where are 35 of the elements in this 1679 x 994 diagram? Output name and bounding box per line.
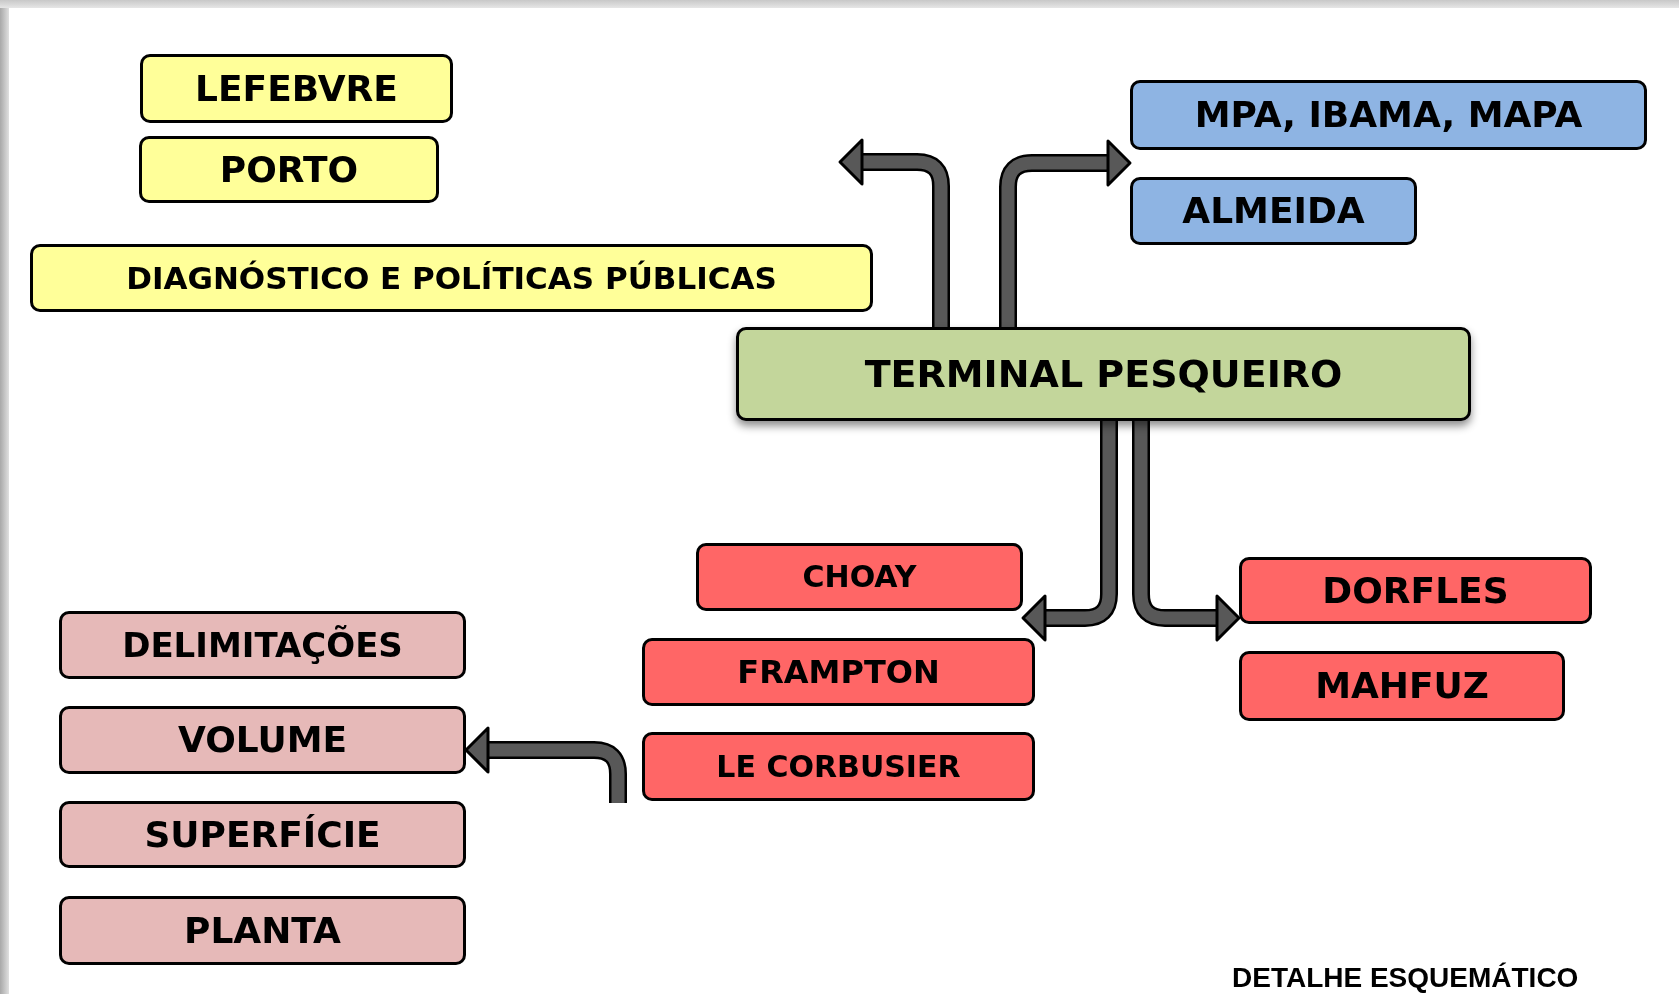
label-box [696, 543, 1023, 611]
box-label: MPA, IBAMA, MAPA [1194, 97, 1583, 133]
box-label: LEFEBVRE [195, 70, 398, 107]
label-box [59, 896, 466, 965]
box-label: LE CORBUSIER [716, 751, 961, 782]
box-label: DIAGNÓSTICO E POLÍTICAS PÚBLICAS [126, 262, 777, 294]
label-box [139, 136, 439, 203]
box-label: ALMEIDA [1182, 193, 1365, 229]
label-box [59, 801, 466, 868]
box-label: VOLUME [177, 722, 348, 758]
box-label: MAHFUZ [1315, 668, 1489, 704]
block-arrow [1132, 421, 1241, 642]
label-box [30, 244, 873, 312]
caption-text: DETALHE ESQUEMÁTICO [1232, 963, 1579, 993]
label-box [1130, 80, 1647, 150]
box-label: PORTO [219, 151, 359, 188]
box-label: PLANTA [184, 912, 341, 949]
label-box [1239, 651, 1565, 721]
label-box [59, 611, 466, 679]
block-arrow [838, 138, 950, 327]
label-box [1130, 177, 1417, 245]
label-box [59, 706, 466, 774]
block-arrow [1021, 421, 1118, 642]
label-box [642, 732, 1035, 801]
block-arrow [464, 726, 627, 803]
box-label: TERMINAL PESQUEIRO [864, 355, 1343, 393]
box-label: CHOAY [802, 562, 917, 592]
label-box [736, 327, 1471, 421]
label-box [642, 638, 1035, 706]
label-box [140, 54, 453, 123]
label-box [1239, 557, 1592, 624]
block-arrow [999, 139, 1132, 327]
box-label: FRAMPTON [737, 656, 940, 688]
box-label: SUPERFÍCIE [144, 816, 381, 853]
box-label: DORFLES [1322, 572, 1509, 609]
